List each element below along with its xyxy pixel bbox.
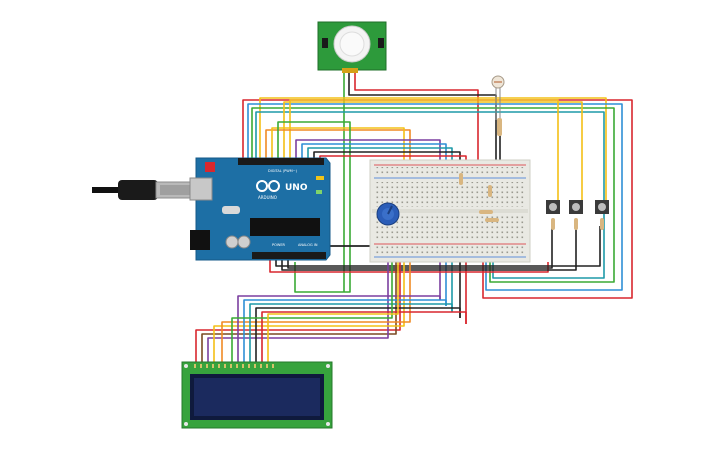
usb-cable [92, 180, 197, 200]
wire-pir-vcc [354, 72, 479, 165]
wire-lcd-5 [221, 262, 411, 364]
wire-top-yellow3 [283, 101, 583, 205]
wire-lcd-2 [201, 255, 397, 364]
wire-d-green [277, 121, 351, 293]
photoresistor[interactable] [491, 75, 505, 136]
wire-top-red [242, 99, 633, 299]
wire-lcd-11 [231, 250, 393, 364]
wire-lcd-6 [237, 295, 441, 364]
wire-gnd2 [281, 226, 577, 271]
lcd-screen [194, 378, 320, 416]
wire-lcd-12 [267, 250, 399, 364]
wire-lcd-10 [261, 311, 467, 364]
wire-lcd-7 [243, 299, 447, 364]
wire-5v [269, 258, 549, 273]
push-button-1[interactable] [546, 200, 560, 230]
push-button-2[interactable] [569, 200, 583, 230]
pir-sensor[interactable] [317, 21, 387, 73]
wire-lcd-9 [255, 307, 461, 364]
wire-top-blue [247, 103, 623, 291]
wire-pir-out [348, 72, 497, 170]
breadboard[interactable] [369, 159, 531, 263]
wire-top-green [251, 107, 615, 283]
breadboard-resistors [459, 173, 499, 222]
push-button-3[interactable] [595, 200, 609, 230]
lcd-pin-header [194, 364, 274, 368]
arduino-brand-text: UNO [285, 183, 308, 193]
wire-top-teal [255, 111, 605, 279]
wire-lcd-1 [195, 255, 401, 364]
wire-top-yellow [259, 97, 607, 205]
potentiometer[interactable] [376, 202, 400, 226]
arduino-logo [256, 180, 280, 192]
wire-gnd3 [287, 226, 553, 269]
lcd-16x2[interactable] [181, 361, 333, 429]
arduino-sub-text: ARDUINO [258, 195, 277, 200]
wire-gnd [275, 226, 601, 267]
arduino-analog-label: ANALOG IN [298, 243, 318, 247]
arduino-digital-label: DIGITAL (PWM~) [268, 169, 298, 173]
wire-lcd-4 [213, 262, 405, 364]
arduino-power-label: POWER [272, 243, 286, 247]
arduino-uno[interactable]: UNO ARDUINO DIGITAL (PWM~) POWER ANALOG … [189, 157, 331, 261]
